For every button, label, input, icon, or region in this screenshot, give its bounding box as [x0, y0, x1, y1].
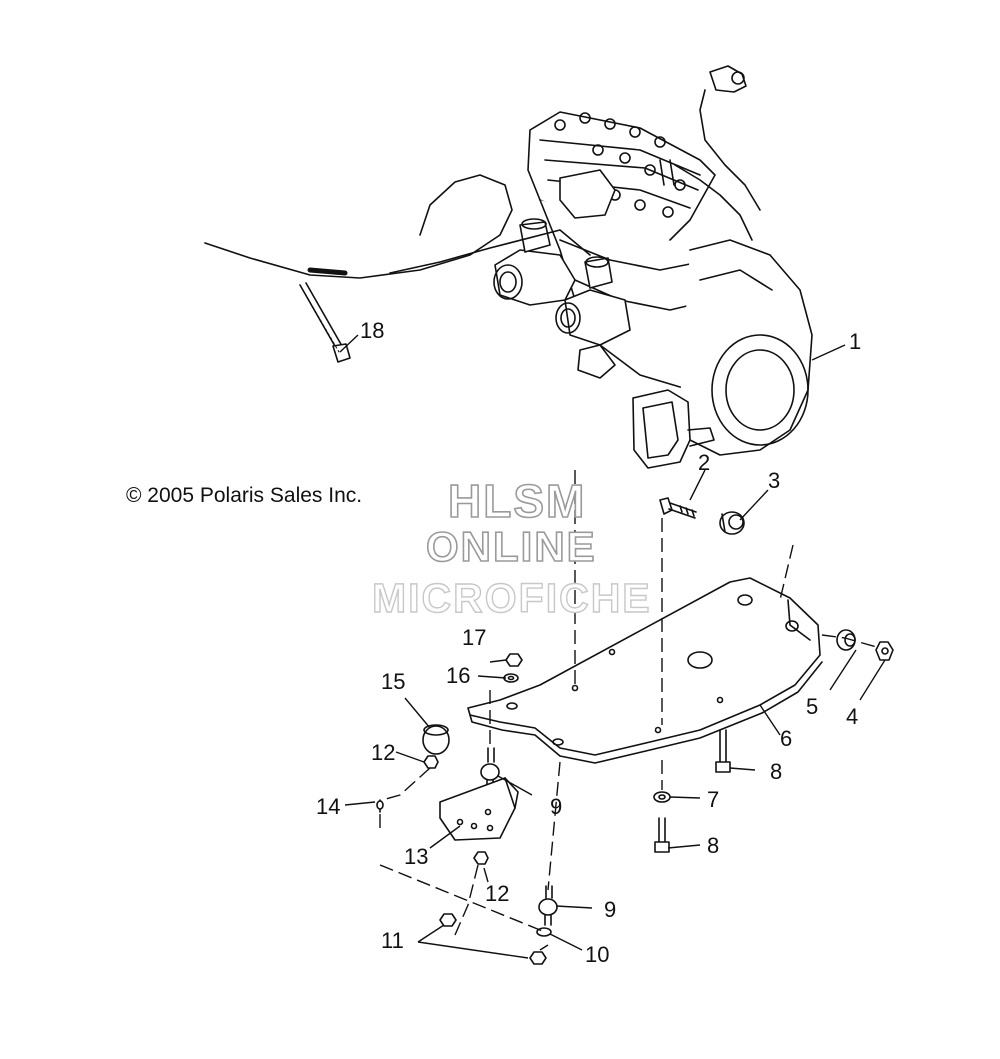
part-8-bolt-lower [654, 817, 670, 853]
callout-16: 16 [446, 663, 471, 688]
leader-lines [339, 334, 886, 959]
callout-6: 6 [780, 726, 793, 751]
callout-1: 1 [849, 329, 862, 354]
callout-8-lower: 8 [707, 833, 720, 858]
assembly-lines [379, 470, 881, 951]
callout-12-upper: 12 [371, 740, 396, 765]
part-3-rubber-mount [719, 511, 745, 535]
callout-7: 7 [707, 787, 720, 812]
callout-13: 13 [404, 844, 429, 869]
part-12-nut-upper [423, 755, 439, 769]
part-4-nut [875, 641, 894, 661]
part-13-bracket [439, 777, 519, 841]
part-14-rivet [376, 799, 384, 813]
callout-12-lower: 12 [485, 881, 510, 906]
part-6-engine-plate [467, 577, 823, 764]
part-2-bolt [659, 497, 697, 519]
part-16-washer [503, 673, 519, 683]
engine-assembly [204, 65, 813, 469]
callout-14: 14 [316, 794, 341, 819]
callout-2: 2 [698, 450, 711, 475]
part-11-nut-right [529, 951, 547, 965]
part-12-nut-lower [473, 851, 489, 865]
part-9-isolator-lower [538, 885, 558, 926]
watermark-line-3: MICROFICHE [371, 574, 652, 621]
callout-5: 5 [806, 694, 819, 719]
callout-4: 4 [846, 704, 859, 729]
callout-10: 10 [585, 942, 610, 967]
part-15-rubber-mount [422, 724, 450, 755]
part-17-nut [505, 653, 523, 667]
copyright-text: © 2005 Polaris Sales Inc. [126, 484, 363, 507]
part-7-washer [653, 791, 671, 803]
callout-18: 18 [360, 318, 385, 343]
callout-8-upper: 8 [770, 759, 783, 784]
callout-11: 11 [381, 928, 404, 953]
part-8-bolt-upper [715, 729, 731, 773]
callout-15: 15 [381, 669, 406, 694]
part-5-washer [836, 629, 856, 651]
callout-9-upper: 9 [550, 794, 563, 819]
part-11-nut-left [439, 913, 457, 927]
watermark-line-2: ONLINE [425, 522, 597, 571]
callout-3: 3 [768, 468, 781, 493]
part-18-cable-tie [299, 282, 351, 363]
callout-9-lower: 9 [604, 897, 617, 922]
watermark-line-1: HLSM [447, 474, 587, 528]
callout-17: 17 [462, 625, 487, 650]
